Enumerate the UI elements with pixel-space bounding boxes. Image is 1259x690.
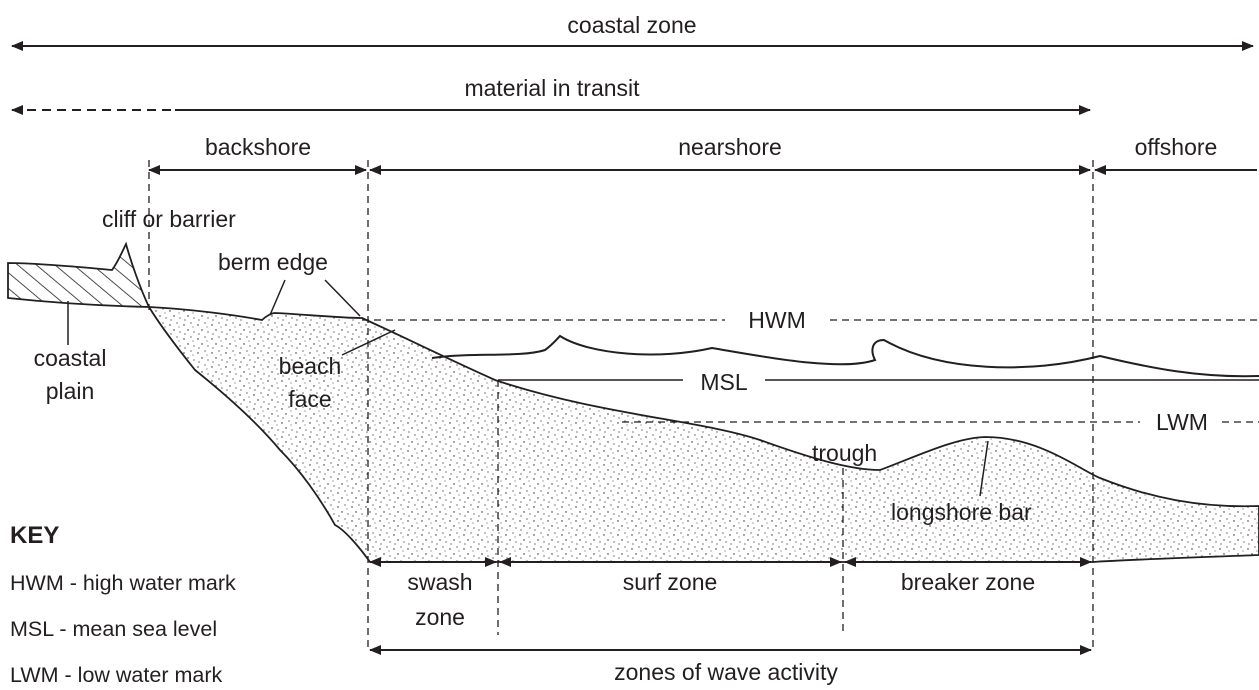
nearshore-label: nearshore [678,134,782,160]
msl-label: MSL [700,369,748,395]
material-in-transit-label: material in transit [464,75,640,101]
backshore-label: backshore [205,134,311,160]
key-item-lwm: LWM - low water mark [10,663,222,687]
swash-zone-label-1: swash [407,569,472,595]
cliff-or-barrier-label: cliff or barrier [102,206,236,232]
beach-face-label-2: face [288,386,331,412]
coastal-zone-label: coastal zone [567,12,696,38]
zones-of-wave-activity-label: zones of wave activity [614,659,838,685]
top-spans: coastal zone material in transit backsho… [11,12,1257,175]
coastal-plain-label-1: coastal [34,345,107,371]
swash-zone-label-2: zone [415,604,465,630]
water-levels: HWM MSL LWM [362,307,1259,435]
key: KEY HWM - high water mark MSL - mean sea… [10,522,236,687]
lwm-label: LWM [1156,409,1208,435]
key-item-hwm: HWM - high water mark [10,571,236,595]
beach-sand [147,306,1259,563]
coastal-plain-label-2: plain [46,378,95,404]
key-title: KEY [10,522,59,549]
key-item-msl: MSL - mean sea level [10,617,217,641]
longshore-bar-label: longshore bar [891,499,1032,525]
surf-zone-label: surf zone [623,569,718,595]
beach-face-label-1: beach [279,353,342,379]
bottom-spans: swash zone surf zone breaker zone zones … [369,557,1092,685]
wave-profile [431,334,1259,378]
berm-edge-label: berm edge [218,249,328,275]
cliff-hatched [7,241,151,308]
feature-labels: cliff or barrier berm edge coastal plain… [34,206,1032,525]
offshore-label: offshore [1135,134,1218,160]
trough-label: trough [812,440,877,466]
hwm-label: HWM [748,307,805,333]
breaker-zone-label: breaker zone [901,569,1035,595]
